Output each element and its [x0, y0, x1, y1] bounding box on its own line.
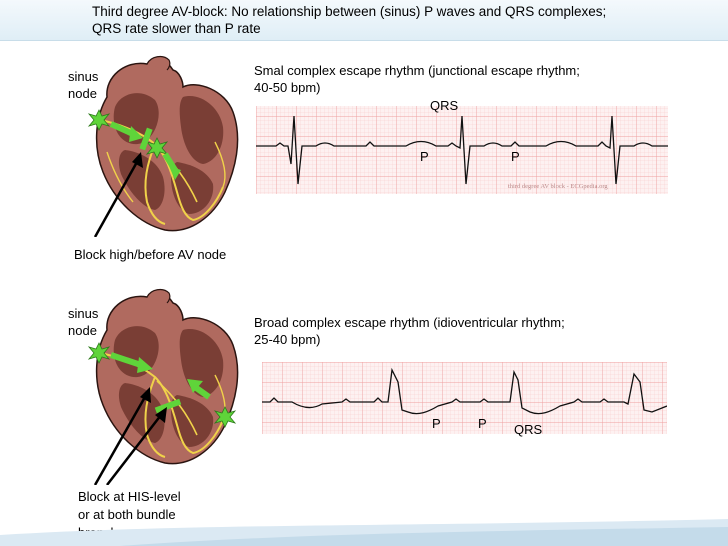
ecg-title-2-line-1: Broad complex escape rhythm (idioventric…	[254, 315, 565, 330]
slide-title: Third degree AV-block: No relationship b…	[92, 3, 606, 37]
heart-diagram-1	[87, 55, 239, 237]
ecg-trace-1	[256, 115, 668, 185]
impulse-arrowhead-1-icon	[129, 126, 143, 142]
heart-diagram-2	[87, 288, 239, 485]
impulse-arrow-1	[109, 121, 135, 137]
block-pointer-head-2b-icon	[155, 407, 167, 423]
sinus-node-label-2-line-2: node	[68, 323, 97, 338]
p-label-1b: P	[511, 149, 520, 164]
block-bar-1	[139, 127, 153, 151]
p-label-2a: P	[432, 416, 441, 431]
block-label-2-line-1: Block at HIS-level	[78, 489, 181, 504]
ecg-title-1-line-2: 40-50 bpm)	[254, 80, 321, 95]
ecg-title-2-line-2: 25-40 bpm)	[254, 332, 321, 347]
heart-vessel-2	[146, 288, 171, 304]
block-label-2: Block at HIS-level or at both bundle bra…	[78, 488, 181, 542]
slide-title-line-1: Third degree AV-block: No relationship b…	[92, 4, 607, 19]
block-pointer-line-1	[93, 161, 139, 237]
ecg-title-1-line-1: Smal complex escape rhythm (junctional e…	[254, 63, 580, 78]
ecg-title-2: Broad complex escape rhythm (idioventric…	[254, 314, 565, 348]
right-ventricle	[118, 150, 165, 210]
left-atrium	[179, 96, 224, 164]
block-pointer-line-2a	[93, 396, 147, 485]
conduction-path-4	[106, 151, 134, 203]
conduction-path-5	[214, 141, 226, 188]
block-pointer-line-2b	[106, 414, 162, 485]
ecg-watermark-1: third degree AV block - ECGpedia.org	[508, 183, 608, 190]
impulse-arrowhead-2a-icon	[137, 357, 153, 373]
block-label-2-line-2: or at both bundle	[78, 507, 176, 522]
impulse-arrowhead-2b-icon	[187, 379, 203, 393]
sinus-node-label-2: sinus node	[68, 305, 98, 339]
sinus-node-label-2-line-1: sinus	[68, 306, 99, 321]
sinus-node-label-1-line-1: sinus	[68, 69, 99, 84]
right-ventricle-2	[118, 383, 165, 443]
heart-vessel	[146, 55, 171, 71]
slide-title-line-2: QRS rate slower than P rate	[92, 21, 261, 36]
qrs-label-1: QRS	[430, 98, 459, 113]
sinus-node-star-icon	[87, 109, 111, 131]
title-bar	[0, 0, 728, 41]
qrs-label-2: QRS	[514, 422, 543, 437]
sinus-node-star-icon-2	[87, 342, 111, 364]
ecg-title-1: Smal complex escape rhythm (junctional e…	[254, 62, 580, 96]
block-pointer-head-1-icon	[132, 152, 143, 168]
block-pointer-head-2a-icon	[140, 387, 151, 403]
impulse-arrow-2b	[193, 384, 211, 400]
sinus-node-label-1-line-2: node	[68, 86, 97, 101]
p-label-1a: P	[420, 149, 429, 164]
impulse-arrow-2a	[110, 352, 142, 368]
conduction-path-1	[99, 119, 224, 222]
swoosh-front	[120, 527, 728, 546]
ecg-grid-2	[262, 362, 667, 434]
sinus-node-label-1: sinus node	[68, 68, 98, 102]
conduction-path-2	[144, 143, 166, 225]
block-bar-2	[154, 398, 182, 414]
p-label-2b: P	[478, 416, 487, 431]
bottom-swoosh	[0, 519, 728, 546]
impulse-arrow-2	[162, 152, 178, 172]
ecg-strip-2	[262, 362, 667, 434]
impulse-arrowhead-2-icon	[169, 166, 181, 180]
ecg-trace-2	[262, 367, 667, 415]
ecg-strip-1: third degree AV block - ECGpedia.org	[256, 106, 668, 194]
block-label-1: Block high/before AV node	[74, 247, 227, 262]
ventricular-focus-star-icon	[213, 406, 237, 428]
